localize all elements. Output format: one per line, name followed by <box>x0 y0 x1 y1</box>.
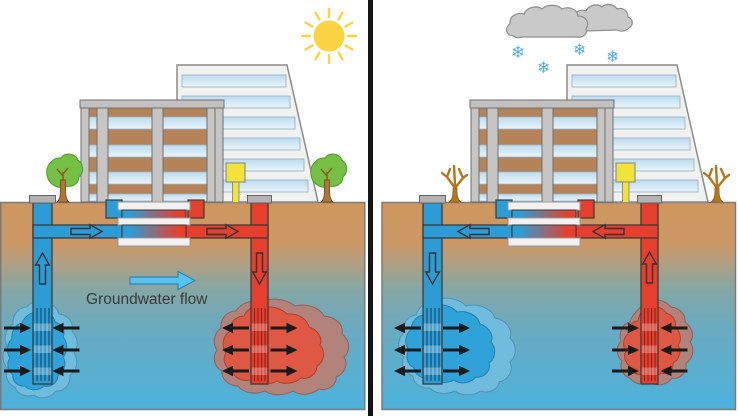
leafy-tree-icon <box>45 153 84 203</box>
buildings <box>79 64 319 204</box>
groundwater-flow-arrow-icon <box>129 270 197 291</box>
bare-tree-icon <box>702 164 731 204</box>
snowflake-icon: ❄ <box>606 47 619 66</box>
groundwater-flow-label: Groundwater flow <box>86 291 208 308</box>
snowflake-icon: ❄ <box>511 43 525 63</box>
panel-summer: Groundwater flow <box>0 7 366 411</box>
snow-cloud-icon <box>505 3 633 39</box>
panel-divider <box>368 0 373 416</box>
snowflake-icon: ❄ <box>537 58 550 77</box>
sun-icon <box>300 7 358 65</box>
buildings <box>469 64 709 204</box>
snowflake-icon: ❄ <box>573 40 586 59</box>
panel-winter: ❄ ❄ ❄ ❄ <box>381 3 737 411</box>
